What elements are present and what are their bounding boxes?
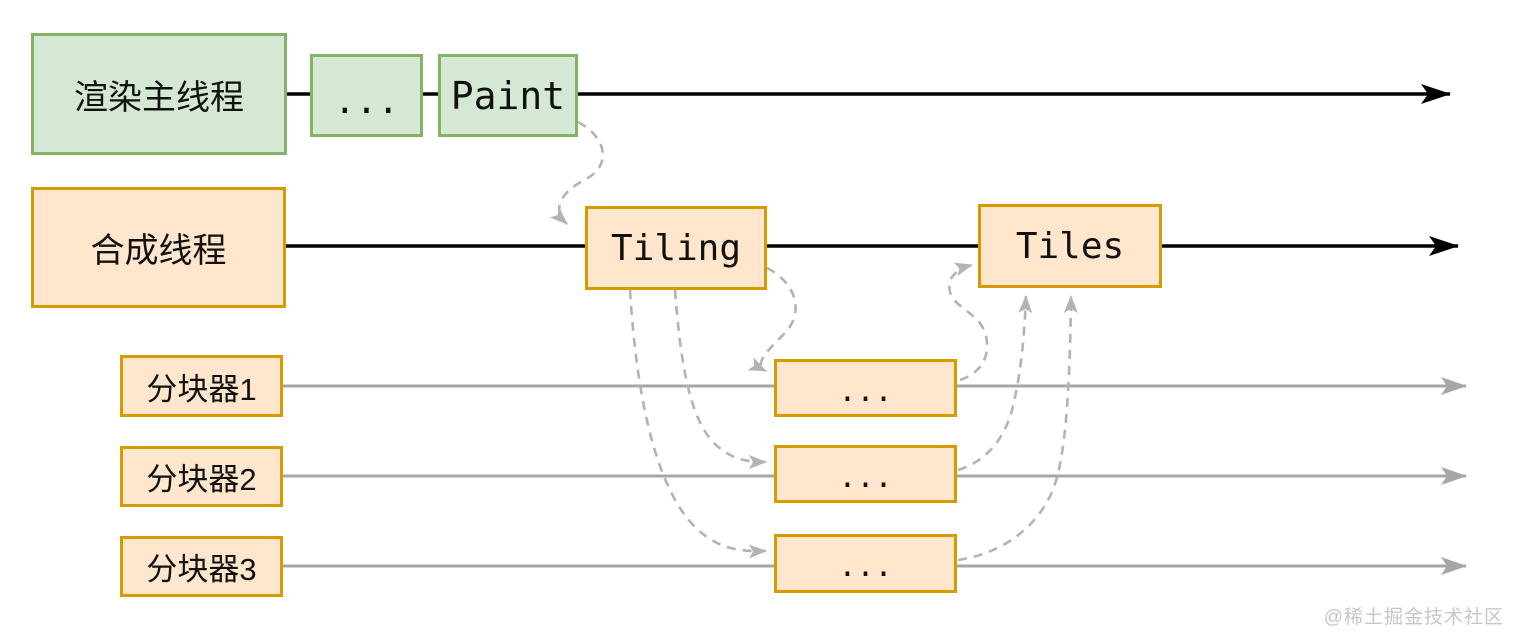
- tiler2-to-tiles-arrow: [957, 295, 1033, 472]
- tiles-label: Tiles: [1015, 225, 1125, 267]
- juejin-watermark: @稀土掘金技术社区: [1323, 607, 1504, 628]
- compositor-thread-box: 合成线程: [31, 187, 286, 308]
- tiler1-to-tiles-arrow: [947, 262, 989, 382]
- tiling-label: Tiling: [610, 227, 742, 269]
- compositor-thread-label: 合成线程: [90, 232, 227, 270]
- paint-to-tiling-arrow: [549, 120, 604, 225]
- tiler1-box: 分块器1: [120, 355, 283, 417]
- paint-task-box: Paint: [438, 54, 578, 137]
- tiler2-box: 分块器2: [120, 446, 283, 507]
- paint-label: Paint: [450, 73, 566, 118]
- tiler2-ellipsis-label: ...: [838, 459, 893, 495]
- tiler3-box: 分块器3: [120, 536, 283, 597]
- tiler3-to-tiles-arrow: [957, 295, 1078, 562]
- render-main-thread-box: 渲染主线程: [31, 33, 287, 155]
- tiler1-ellipsis-label: ...: [838, 373, 893, 409]
- main-thread-ellipsis-task-box: ...: [310, 54, 423, 137]
- tiling-to-tiler2-arrow: [673, 289, 767, 469]
- main-thread-ellipsis-label: ...: [333, 81, 400, 122]
- tiler2-label: 分块器2: [146, 462, 257, 497]
- tiling-task-box: Tiling: [585, 206, 767, 290]
- tiler1-ellipsis-task-box: ...: [774, 359, 957, 417]
- tiles-task-box: Tiles: [978, 204, 1162, 288]
- tiler1-label: 分块器1: [146, 371, 257, 407]
- tiler3-label: 分块器3: [146, 552, 257, 587]
- tiling-to-tiler1-arrow: [747, 266, 797, 373]
- tiling-to-tiler3-arrow: [628, 289, 767, 559]
- tiler3-ellipsis-label: ...: [838, 549, 893, 584]
- tiler2-ellipsis-task-box: ...: [774, 445, 957, 503]
- tiler3-ellipsis-task-box: ...: [774, 534, 957, 593]
- render-main-thread-label: 渲染主线程: [74, 78, 244, 117]
